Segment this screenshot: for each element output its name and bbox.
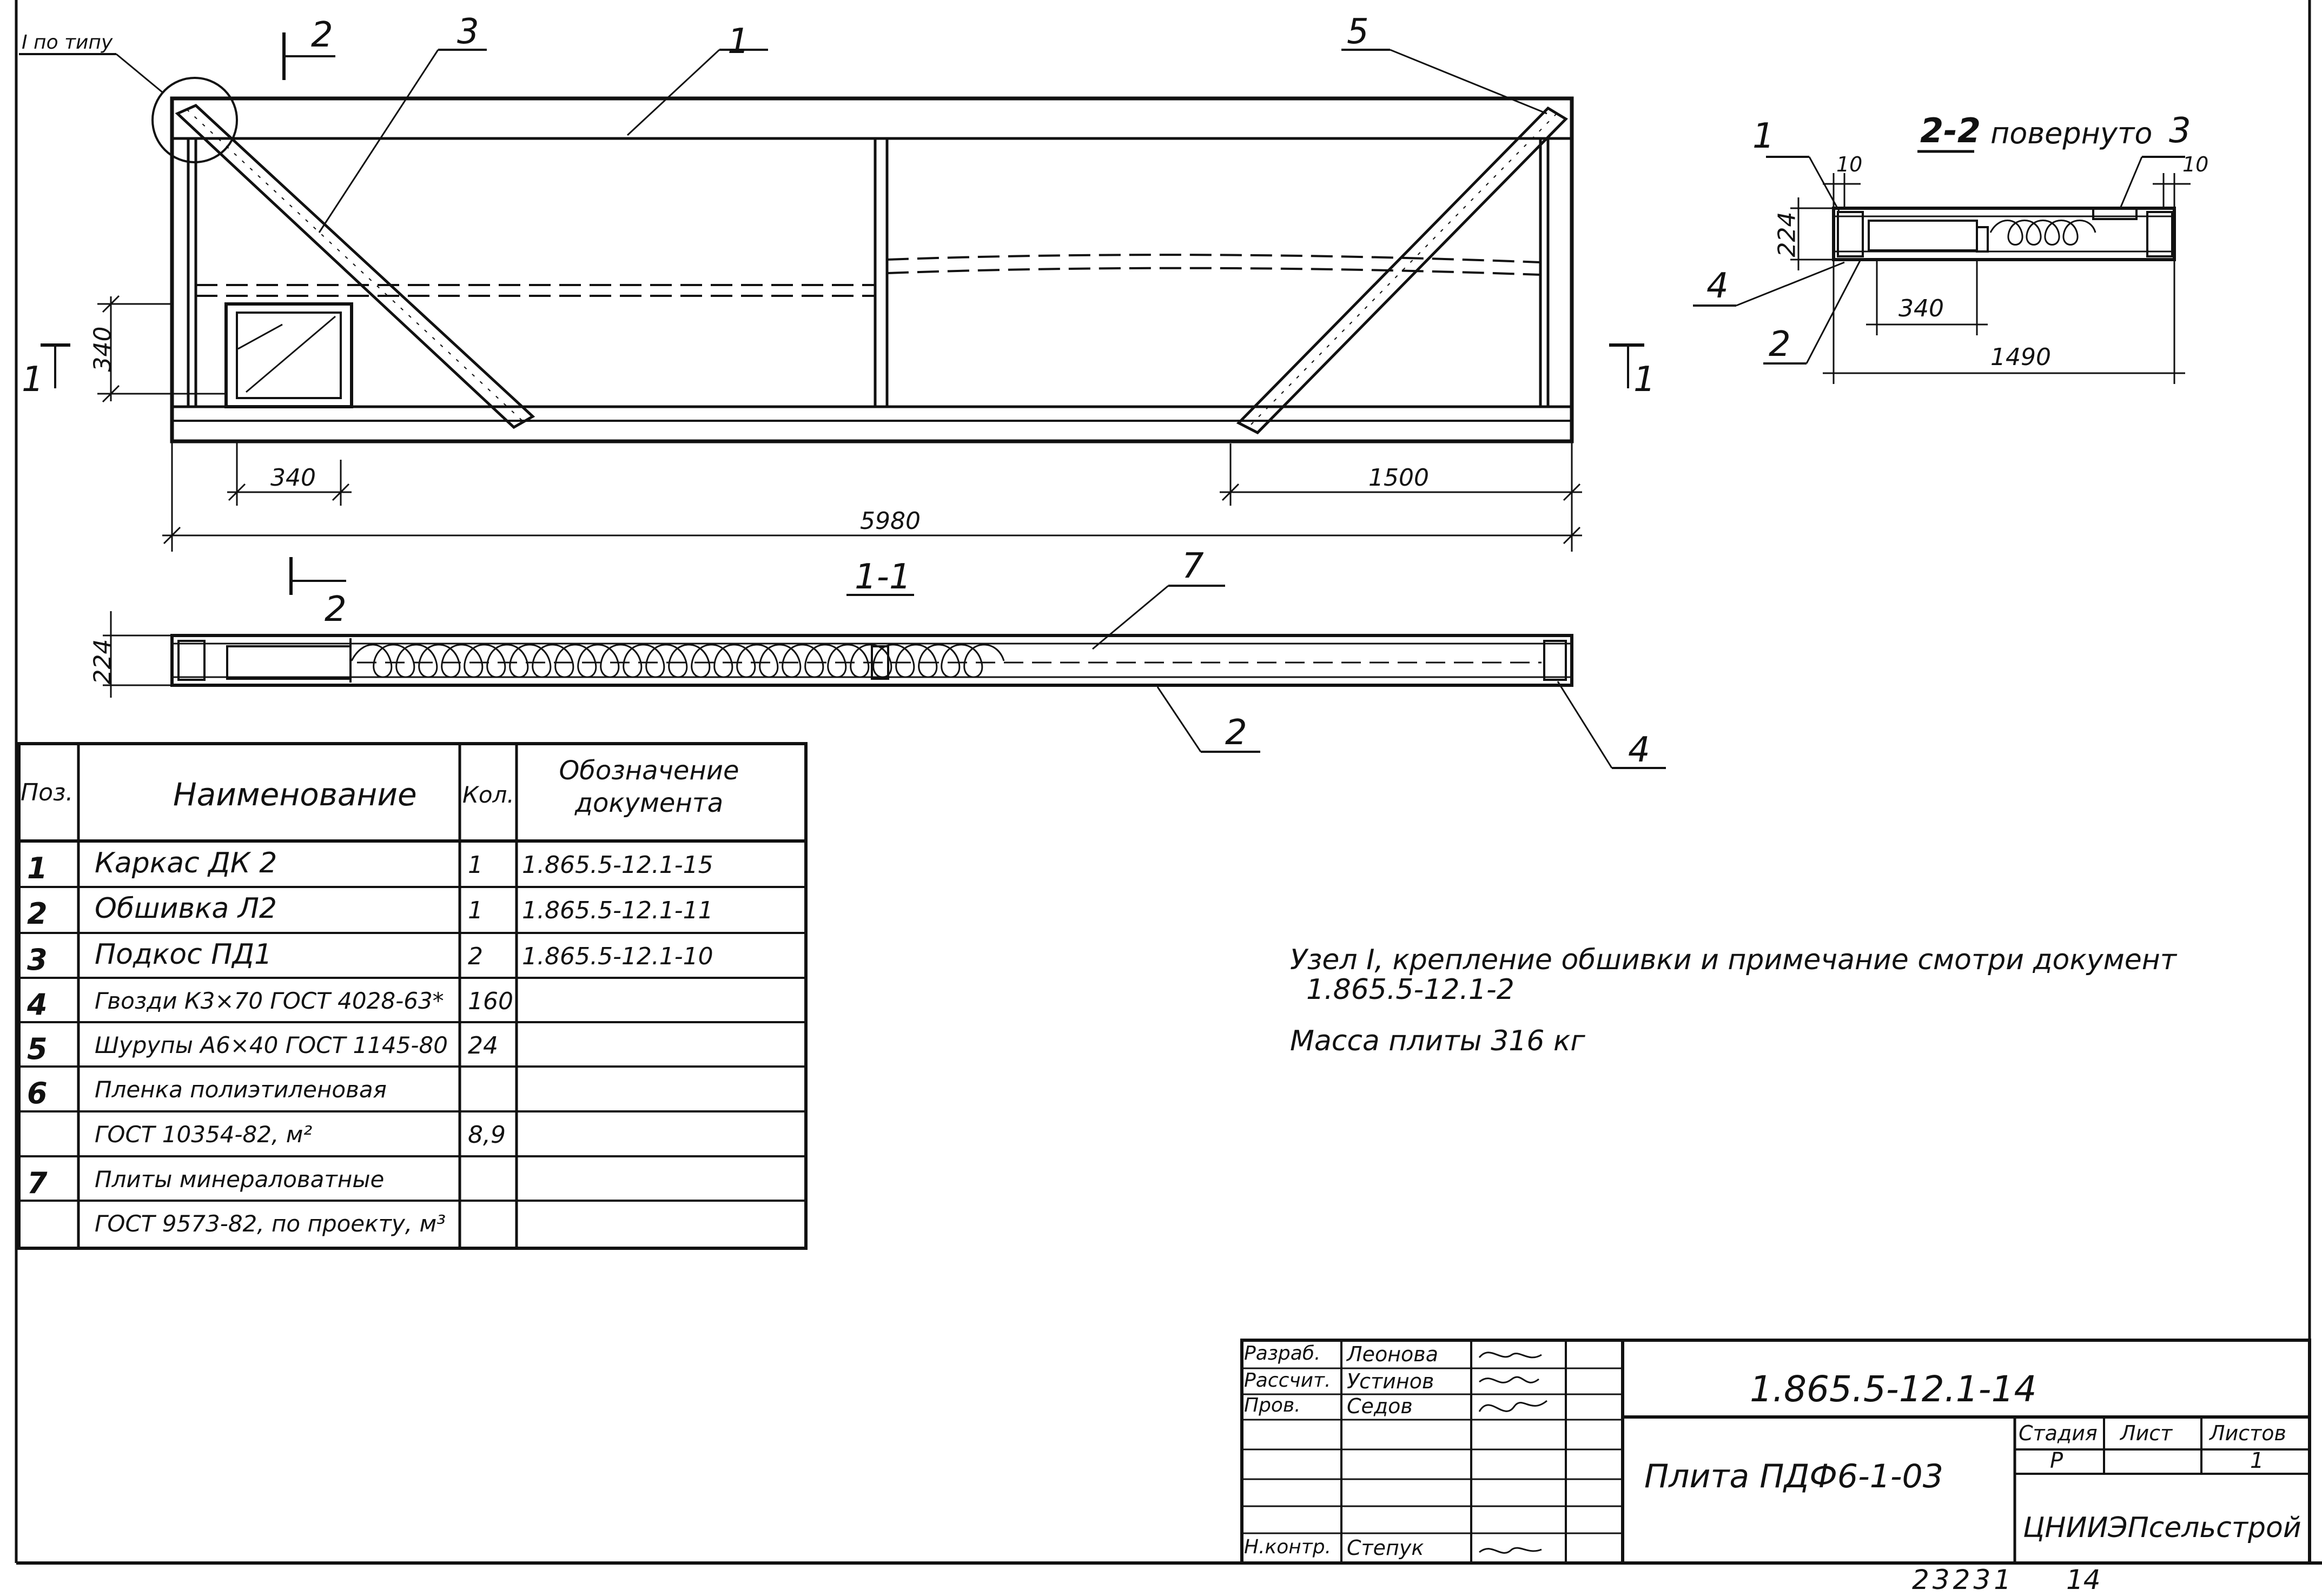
title-organization: ЦНИИЭПсельстрой bbox=[2023, 1512, 2301, 1544]
section-2-2-view bbox=[1693, 150, 2191, 384]
spec-row-7-name: ГОСТ 10354-82, м² bbox=[95, 1121, 313, 1148]
dim-section-height: 224 bbox=[89, 639, 117, 685]
spec-row-2-doc: 1.865.5-12.1-11 bbox=[522, 897, 713, 924]
title-sheets: 1 bbox=[2250, 1448, 2264, 1473]
spec-row-2-qty: 1 bbox=[468, 897, 483, 924]
spec-row-3-qty: 2 bbox=[468, 943, 483, 970]
dim-left-window: 340 bbox=[270, 464, 316, 492]
title-role-3-name: Седов bbox=[1347, 1394, 1413, 1418]
note-mass: Масса плиты 316 кг bbox=[1290, 1025, 1585, 1057]
title-stage: Р bbox=[2050, 1448, 2063, 1473]
section-1-1-view bbox=[103, 585, 1666, 769]
dim-s22-width: 1490 bbox=[1990, 343, 2051, 371]
spec-row-2-name: Обшивка Л2 bbox=[95, 892, 277, 925]
spec-row-2-pos: 2 bbox=[27, 897, 48, 931]
title-stage-header: Стадия bbox=[2019, 1421, 2098, 1445]
spec-row-4-pos: 4 bbox=[27, 988, 48, 1022]
leader-2-s22: 2 bbox=[1769, 325, 1791, 365]
spec-row-3-name: Подкос ПД1 bbox=[95, 938, 273, 971]
section-2-2-title: 2-2 bbox=[1920, 111, 1981, 150]
title-role-2-name: Устинов bbox=[1347, 1369, 1434, 1393]
dim-s22-offset-left: 10 bbox=[1836, 153, 1863, 176]
spec-row-8-pos: 7 bbox=[27, 1166, 48, 1200]
spec-header-qty: Кол. bbox=[462, 782, 514, 808]
spec-row-3-doc: 1.865.5-12.1-10 bbox=[522, 943, 713, 970]
leader-5-plan: 5 bbox=[1347, 12, 1369, 52]
spec-row-4-name: Гвозди К3×70 ГОСТ 4028-63* bbox=[95, 988, 444, 1014]
title-product-name: Плита ПДФ6-1-03 bbox=[1644, 1458, 1943, 1495]
title-designation: 1.865.5-12.1-14 bbox=[1750, 1368, 2037, 1410]
cut-marker-top: 2 bbox=[311, 15, 333, 55]
footer-page: 14 bbox=[2066, 1564, 2101, 1595]
section-2-2-note: повернуто bbox=[1990, 116, 2153, 150]
leader-3-plan: 3 bbox=[457, 12, 479, 52]
leader-1-s22: 1 bbox=[1752, 116, 1775, 156]
spec-row-1-qty: 1 bbox=[468, 851, 483, 879]
cut-marker-bottom: 2 bbox=[325, 590, 347, 630]
spec-row-4-qty: 160 bbox=[468, 988, 513, 1015]
dim-overall-length: 5980 bbox=[860, 507, 921, 535]
spec-row-5-name: Шурупы А6×40 ГОСТ 1145-80 bbox=[95, 1032, 448, 1058]
cut-marker-right: 1 bbox=[1633, 360, 1656, 400]
title-role-1-role: Разраб. bbox=[1244, 1342, 1321, 1365]
title-role-3-role: Пров. bbox=[1244, 1394, 1301, 1416]
footer-number: 23231 bbox=[1912, 1564, 2015, 1595]
title-role-1-name: Леонова bbox=[1347, 1342, 1438, 1366]
leader-7-section: 7 bbox=[1182, 546, 1204, 586]
dim-right-span: 1500 bbox=[1368, 464, 1429, 492]
leader-2-section: 2 bbox=[1225, 713, 1247, 753]
spec-row-5-qty: 24 bbox=[468, 1032, 498, 1059]
spec-row-6-name: Пленка полиэтиленовая bbox=[95, 1076, 387, 1103]
title-block-grid bbox=[1240, 1339, 2311, 1565]
spec-row-9-name: ГОСТ 9573-82, по проекту, м³ bbox=[95, 1210, 446, 1237]
note-line-1: Узел I, крепление обшивки и примечание с… bbox=[1290, 944, 2177, 976]
spec-row-1-name: Каркас ДК 2 bbox=[95, 847, 277, 879]
spec-table-grid bbox=[17, 742, 808, 1250]
section-1-1-title: 1-1 bbox=[855, 557, 911, 597]
title-role-2-role: Рассчит. bbox=[1244, 1369, 1331, 1392]
dim-s22-height: 224 bbox=[1773, 211, 1801, 257]
spec-row-7-qty: 8,9 bbox=[468, 1121, 506, 1149]
title-sheet-header: Лист bbox=[2120, 1421, 2173, 1445]
note-line-2: 1.865.5-12.1-2 bbox=[1306, 974, 1514, 1006]
spec-row-8-name: Плиты минераловатные bbox=[95, 1166, 385, 1193]
dim-s22-window: 340 bbox=[1898, 295, 1944, 322]
title-sheets-header: Листов bbox=[2209, 1421, 2286, 1445]
plan-view bbox=[19, 32, 1644, 595]
spec-header-pos: Поз. bbox=[21, 779, 74, 806]
spec-header-name: Наименование bbox=[173, 776, 417, 813]
node-label: I по типу bbox=[22, 31, 113, 54]
leader-4-s22: 4 bbox=[1706, 266, 1729, 306]
spec-row-3-pos: 3 bbox=[27, 943, 48, 977]
dim-window-height: 340 bbox=[89, 326, 117, 372]
cut-marker-left: 1 bbox=[22, 360, 44, 400]
title-role-7-name: Степук bbox=[1347, 1536, 1424, 1560]
title-role-7-role: Н.контр. bbox=[1244, 1536, 1332, 1558]
spec-row-5-pos: 5 bbox=[27, 1032, 48, 1066]
spec-header-doc: Обозначение документа bbox=[559, 756, 739, 818]
spec-row-6-pos: 6 bbox=[27, 1076, 48, 1110]
leader-1-plan: 1 bbox=[727, 22, 750, 62]
leader-4-section: 4 bbox=[1628, 730, 1650, 770]
leader-3-s22: 3 bbox=[2169, 111, 2191, 151]
dim-s22-offset-right: 10 bbox=[2182, 153, 2209, 176]
spec-row-1-pos: 1 bbox=[27, 851, 48, 885]
spec-row-1-doc: 1.865.5-12.1-15 bbox=[522, 851, 713, 879]
